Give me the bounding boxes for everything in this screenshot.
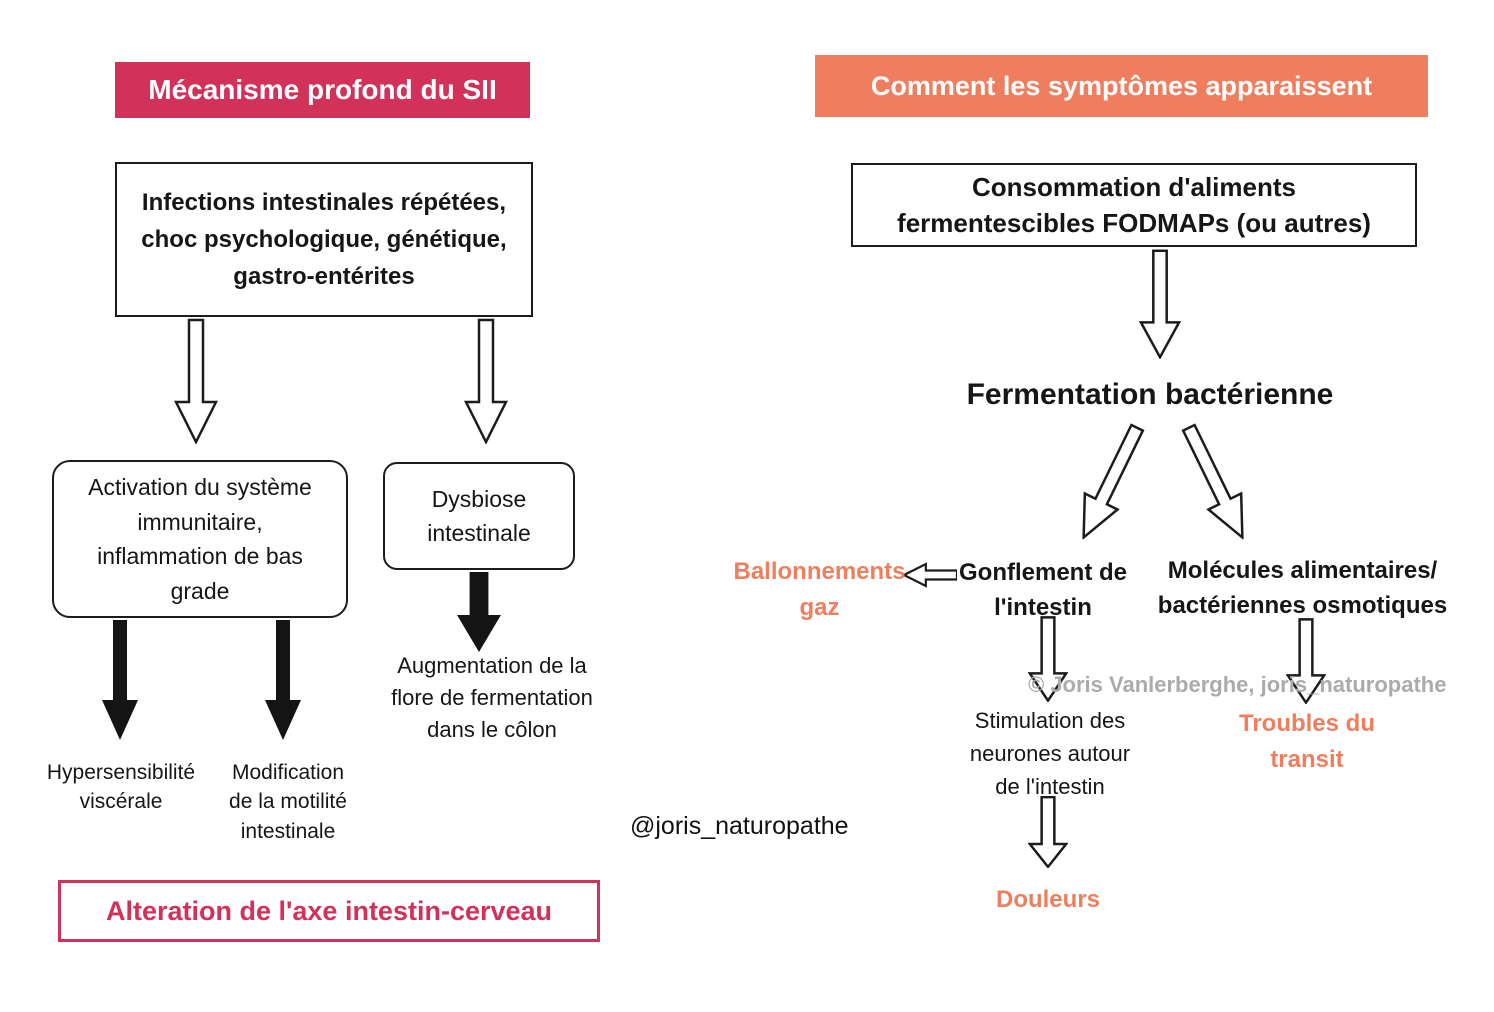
left-panel-title: Mécanisme profond du SII: [115, 62, 530, 118]
arrow-neurons-to-pain-icon: [1028, 796, 1068, 868]
flora-increase-text: Augmentation de la flore de fermentation…: [391, 653, 593, 742]
arrow-dysbiosis-to-flora-icon: [456, 572, 502, 654]
dysbiosis-box: Dysbiose intestinale: [383, 462, 575, 570]
fermentation-title: Fermentation bactérienne: [966, 378, 1334, 411]
arrow-swelling-to-bloating-icon: [903, 562, 957, 588]
arrow-molecules-to-transit-icon: [1286, 618, 1326, 704]
motility-text: Modification de la motilité intestinale: [229, 761, 347, 843]
causes-box: Infections intestinales répétées, choc p…: [115, 162, 533, 317]
transit-troubles-text: Troubles du transit: [1238, 710, 1375, 773]
immune-activation-box: Activation du système immunitaire, infla…: [52, 460, 348, 618]
right-panel-title: Comment les symptômes apparaissent: [815, 55, 1428, 117]
arrow-causes-to-dysbiosis-icon: [464, 318, 508, 444]
arrow-immune-to-hypersensitivity-icon: [101, 620, 139, 742]
bloating-gas-text: Ballonnements gaz: [733, 558, 906, 621]
watermark-text: © Joris Vanlerberghe, joris_naturopathe: [1028, 672, 1447, 697]
arrow-immune-to-motility-icon: [264, 620, 302, 742]
swelling-text: Gonflement de l'intestin: [958, 559, 1127, 621]
gut-brain-axis-box: Alteration de l'axe intestin-cerveau: [58, 880, 600, 942]
hypersensitivity-text: Hypersensibilité viscérale: [46, 761, 196, 814]
arrow-causes-to-immune-icon: [174, 318, 218, 444]
arrow-consumption-to-fermentation-icon: [1139, 249, 1181, 359]
neuron-stimulation-text: Stimulation des neurones autour de l'int…: [969, 708, 1131, 799]
fodmap-consumption-box: Consommation d'aliments fermentescibles …: [851, 163, 1417, 247]
arrow-fermentation-to-swelling-icon: [1065, 417, 1156, 548]
pain-text: Douleurs: [995, 886, 1100, 913]
arrow-swelling-to-neurons-icon: [1028, 616, 1068, 702]
instagram-handle: @joris_naturopathe: [630, 812, 849, 840]
arrow-fermentation-to-molecules-icon: [1170, 417, 1261, 548]
osmotic-molecules-text: Molécules alimentaires/ bactériennes osm…: [1157, 557, 1448, 619]
